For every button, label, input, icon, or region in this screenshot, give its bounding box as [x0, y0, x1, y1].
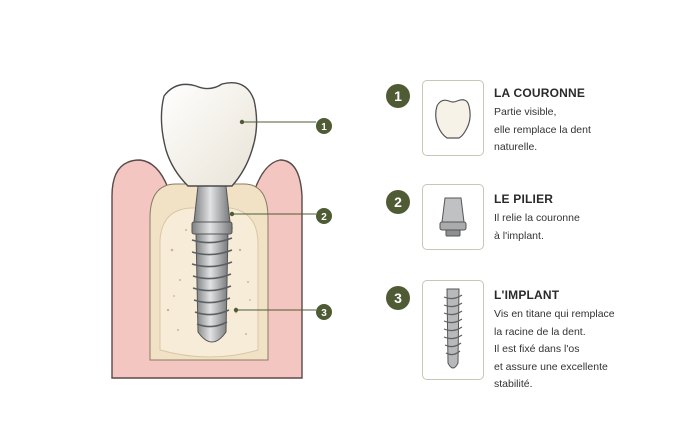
callout-1: 1: [316, 118, 332, 134]
desc-line: et assure une excellente: [494, 360, 608, 373]
desc-line: naturelle.: [494, 141, 538, 153]
legend-item-abutment: 2 LE PILIER Il relie la couronne à l'imp…: [386, 184, 686, 300]
callout-3-label: 3: [321, 308, 327, 319]
item-description-abutment: Il relie la couronne à l'implant.: [494, 210, 694, 245]
callout-2: 2: [316, 208, 332, 224]
desc-line: la racine de la dent.: [494, 325, 586, 338]
desc-line: à l'implant.: [494, 229, 544, 242]
item-title-implant: L'IMPLANT: [494, 288, 560, 302]
number-badge-1: 1: [386, 84, 410, 108]
implant-thumbnail: [422, 280, 484, 380]
legend-item-crown: 1 LA COURONNE Partie visible, elle rempl…: [386, 80, 686, 194]
crown-thumbnail: [422, 80, 484, 156]
item-description-implant: Vis en titane qui remplace la racine de …: [494, 306, 694, 394]
abutment-icon: [439, 197, 467, 237]
implant-screw: [191, 231, 233, 343]
desc-line: stabilité.: [494, 378, 533, 390]
desc-line: elle remplace la dent: [494, 123, 591, 136]
callout-2-label: 2: [321, 212, 327, 223]
number-badge-3: 3: [386, 286, 410, 310]
item-title-crown: LA COURONNE: [494, 86, 586, 100]
callout-1-label: 1: [321, 122, 327, 133]
abutment: [191, 185, 233, 235]
item-description-crown: Partie visible, elle remplace la dent na…: [494, 104, 694, 157]
crown: [160, 82, 258, 187]
crown-icon: [435, 99, 471, 139]
desc-line: Partie visible,: [494, 106, 557, 118]
desc-line: Il relie la couronne: [494, 212, 580, 224]
abutment-thumbnail: [422, 184, 484, 250]
callout-3: 3: [316, 304, 332, 320]
implant-cross-section-diagram: 1 2 3: [111, 82, 332, 379]
item-title-abutment: LE PILIER: [494, 192, 554, 206]
implant-screw-icon: [443, 288, 463, 369]
legend-item-implant: 3 L'IMPLANT Vis en titane qui remplace l…: [386, 280, 686, 396]
desc-line: Vis en titane qui remplace: [494, 308, 615, 320]
number-badge-2: 2: [386, 190, 410, 214]
desc-line: Il est fixé dans l'os: [494, 343, 580, 355]
